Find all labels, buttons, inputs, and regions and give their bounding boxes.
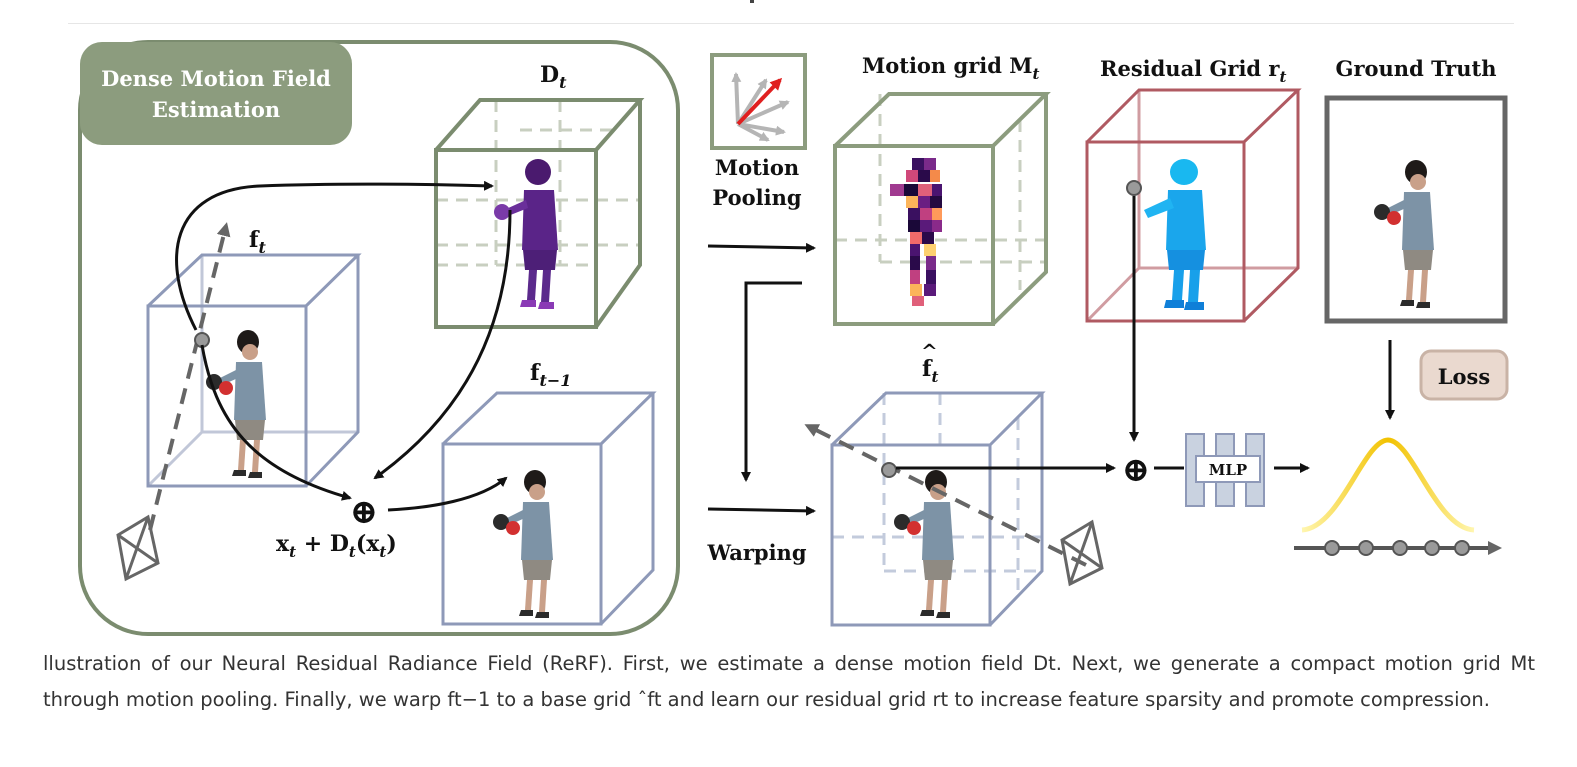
motion-pooling-label-line1: Motion (715, 155, 799, 180)
oplus-left: ⊕ (350, 492, 379, 532)
top-mark (750, 0, 754, 3)
ft-sample-point (194, 332, 210, 348)
dense-motion-frame (78, 40, 680, 636)
warp-formula: xt + Dt(xt) (276, 531, 397, 561)
rerf-diagram: Dense Motion Field Estimation Dt ft (78, 40, 1509, 636)
svg-text:ft: ft (922, 356, 938, 386)
ftm1-person (493, 470, 553, 618)
ftm1-label: ft−1 (530, 360, 571, 390)
residual-sample-point (1126, 180, 1142, 196)
ground-truth-frame (1324, 95, 1508, 324)
loss-label: Loss (1438, 364, 1490, 389)
mlp-icon (1185, 433, 1265, 507)
ft-person (206, 330, 266, 478)
ft-label: ft (249, 227, 266, 257)
fhat-person (894, 470, 954, 618)
loss-box (1419, 349, 1509, 401)
camera-icon (1060, 520, 1104, 586)
motion-pooling-icon (710, 53, 807, 150)
motion-arrows (175, 180, 512, 512)
motion-grid-voxels (890, 158, 942, 306)
residual-grid-label: Residual Grid rt (1100, 56, 1287, 86)
warping-label: Warping (706, 540, 806, 565)
oplus-right: ⊕ (1122, 450, 1151, 490)
mlp-label: MLP (1209, 461, 1247, 479)
residual-figure (1144, 159, 1206, 310)
ground-truth-label: Ground Truth (1336, 56, 1497, 81)
svg-text:^: ^ (921, 339, 938, 363)
fhat-sample-point (881, 462, 897, 478)
motion-grid-label: Motion grid Mt (862, 53, 1039, 83)
dense-motion-title-line2: Estimation (152, 97, 280, 122)
residual-grid-cube (1085, 88, 1302, 323)
ftm1-cube (441, 391, 657, 626)
ft-ray (148, 222, 231, 531)
figure-caption: llustration of our Neural Residual Radia… (43, 652, 1535, 711)
ft-cube (146, 253, 362, 488)
dense-motion-title-box (80, 42, 352, 145)
motion-pooling-label-line2: Pooling (712, 185, 801, 210)
dense-motion-title-line1: Dense Motion Field (101, 66, 331, 91)
middle-arrows (707, 242, 816, 516)
dt-label: Dt (540, 62, 567, 92)
fhat-label: ft ^ (921, 339, 938, 386)
gaussian-curve-icon (1294, 437, 1502, 556)
motion-grid-cube (833, 92, 1051, 326)
top-divider (68, 23, 1514, 24)
